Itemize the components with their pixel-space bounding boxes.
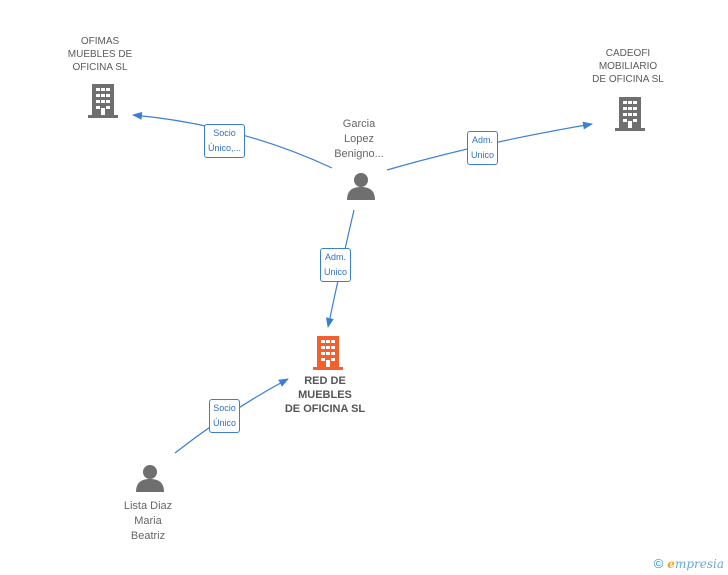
label-line: Lopez <box>344 133 374 145</box>
edge-label-lista-red: Socio Único <box>209 399 241 433</box>
copyright-icon: © <box>653 556 664 571</box>
building-icon[interactable] <box>615 97 645 131</box>
edge-label-line: Adm. <box>325 252 347 262</box>
brand-name: mpresia <box>674 556 724 571</box>
edge-label-line: Socio <box>213 128 236 138</box>
label-line: CADEOFI <box>605 48 651 59</box>
label-line: OFICINA SL <box>72 62 128 73</box>
main-building-icon[interactable] <box>313 336 343 370</box>
label-line: OFIMAS <box>80 36 120 47</box>
label-line: MOBILIARIO <box>598 61 658 72</box>
label-line: Garcia <box>342 118 376 130</box>
person-label-garcia[interactable]: Garcia Lopez Benigno... <box>314 117 404 162</box>
edge-label-garcia-red: Adm. Unico <box>320 248 352 282</box>
company-label-cadeofi[interactable]: CADEOFI MOBILIARIO DE OFICINA SL <box>578 47 678 86</box>
edge-label-line: Unico <box>471 150 495 160</box>
company-label-ofimas[interactable]: OFIMAS MUEBLES DE OFICINA SL <box>50 35 150 74</box>
label-line: DE OFICINA SL <box>592 74 664 85</box>
label-line: Benigno... <box>334 148 384 160</box>
edge-label-line: Único <box>213 418 237 428</box>
label-line: DE OFICINA SL <box>284 403 366 415</box>
brand-initial: e <box>667 556 675 571</box>
edge-label-line: Adm. <box>472 135 494 145</box>
footer-brand[interactable]: © empresia <box>654 556 724 571</box>
label-line: Lista Diaz <box>123 500 173 512</box>
label-line: Maria <box>134 515 162 527</box>
label-line: MUEBLES DE <box>67 49 133 60</box>
person-label-lista[interactable]: Lista Diaz Maria Beatriz <box>103 499 193 544</box>
edge-label-garcia-ofimas: Socio Único,... <box>204 124 246 158</box>
label-line: MUEBLES <box>298 389 352 401</box>
label-line: RED DE <box>304 375 346 387</box>
person-icon[interactable] <box>347 173 375 200</box>
label-line: Beatriz <box>130 530 166 542</box>
company-label-red[interactable]: RED DE MUEBLES DE OFICINA SL <box>270 374 380 416</box>
edge-label-line: Único,... <box>208 143 242 153</box>
edge-label-garcia-cadeofi: Adm. Unico <box>467 131 499 165</box>
person-icon[interactable] <box>136 465 164 492</box>
edge-label-line: Socio <box>213 403 236 413</box>
brand-logo: empresia <box>667 557 724 571</box>
building-icon[interactable] <box>88 84 118 118</box>
edge-label-line: Unico <box>324 267 348 277</box>
